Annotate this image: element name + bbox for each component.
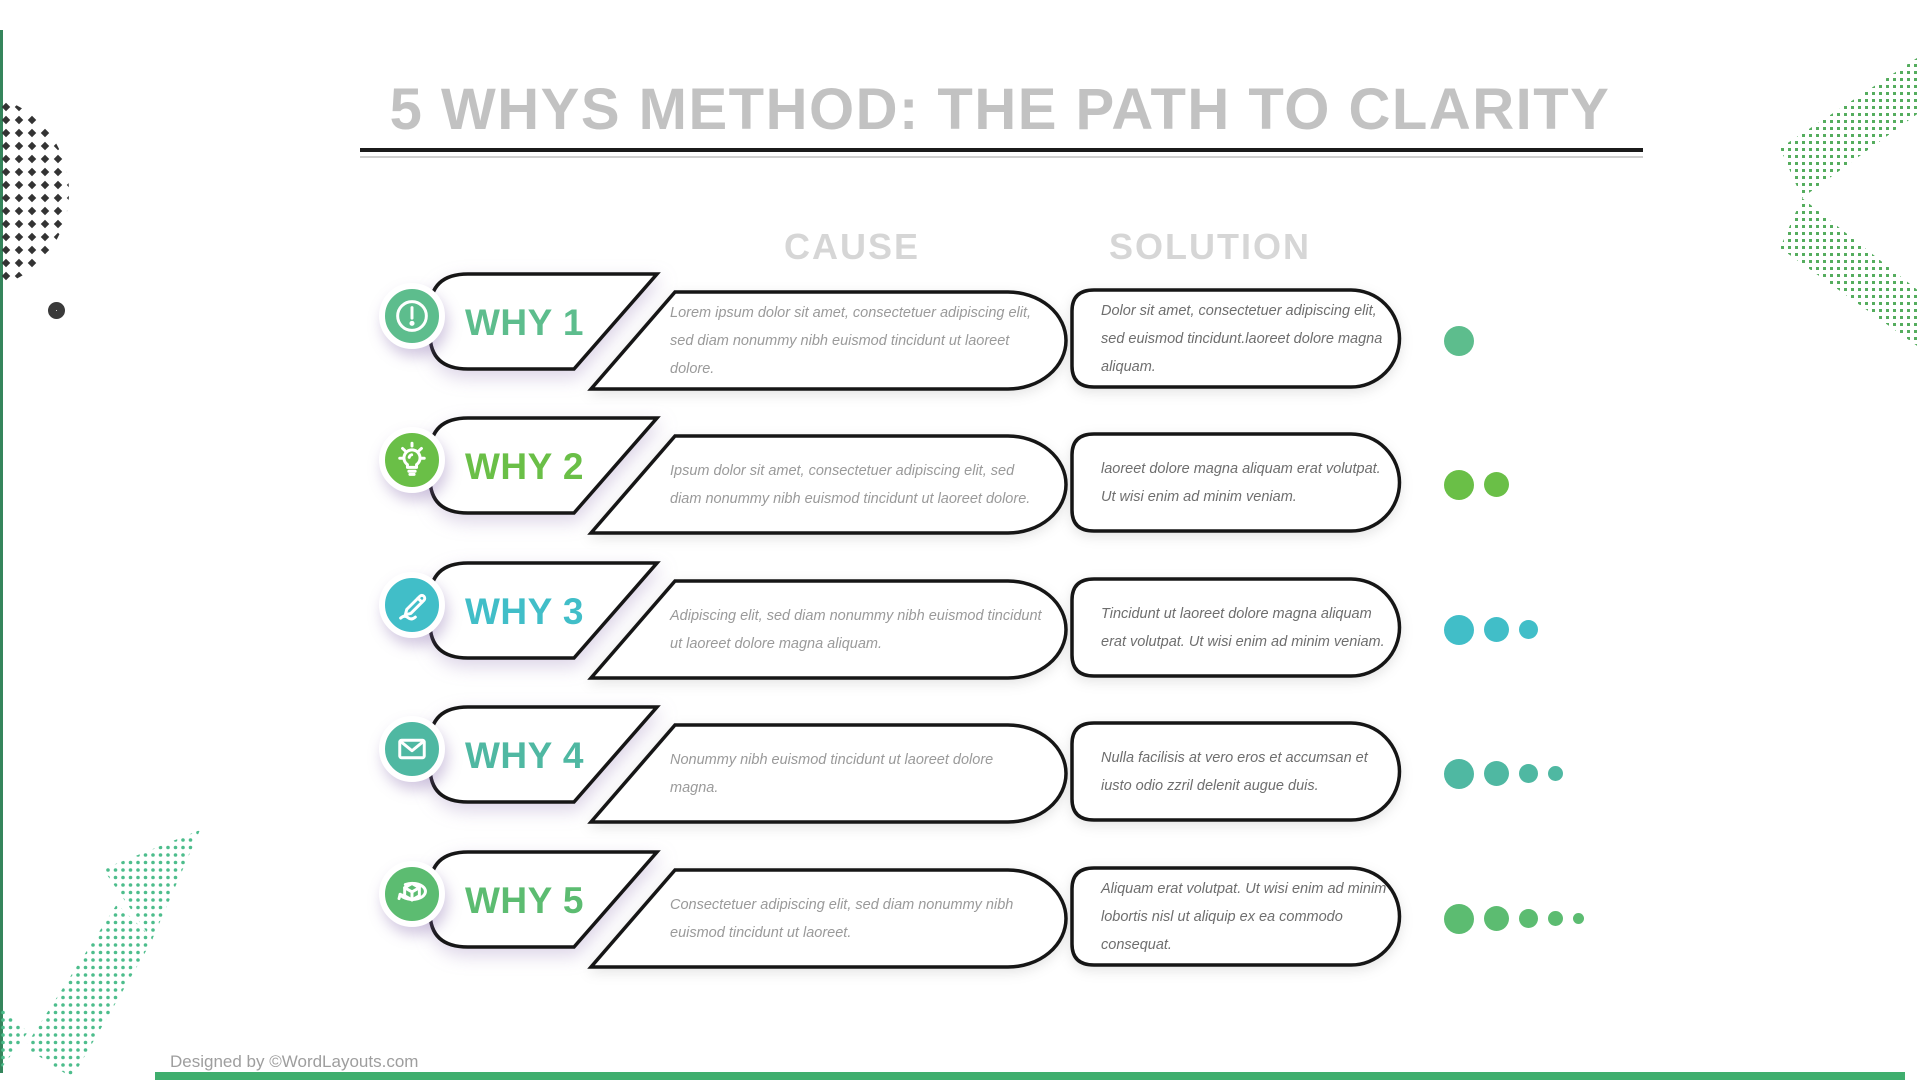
why-row-3: WHY 3 Adipiscing elit, sed diam nonummy … [370, 554, 1910, 694]
dot [1444, 469, 1474, 500]
envelope-icon [379, 716, 445, 782]
solution-text: Aliquam erat volutpat. Ut wisi enim ad m… [1101, 880, 1387, 953]
page-title: 5 WHYS METHOD: THE PATH TO CLARITY [389, 77, 1611, 142]
solution-text: Tincidunt ut laoreet dolore magna aliqua… [1101, 605, 1385, 650]
left-accent-line [0, 30, 3, 1073]
dot [1444, 903, 1474, 934]
dot [1519, 620, 1538, 639]
why-label: WHY 3 [465, 591, 585, 632]
alert-circle-icon [379, 283, 445, 349]
dot [1484, 617, 1509, 642]
solution-box [1070, 288, 1402, 389]
cube-icon [379, 861, 445, 927]
dot [1548, 766, 1563, 781]
progress-dots [1444, 870, 1584, 967]
cause-text: Adipiscing elit, sed diam nonummy nibh e… [670, 607, 1042, 652]
cause-box [587, 290, 1068, 391]
why-row-5: WHY 5 Consectetuer adipiscing elit, sed … [370, 843, 1910, 983]
row-shapes [428, 705, 1402, 824]
solution-text: Nulla facilisis at vero eros et accumsan… [1101, 749, 1368, 794]
title-underline [360, 148, 1643, 152]
dot [1573, 913, 1584, 924]
dot [1519, 764, 1538, 783]
why-label: WHY 5 [465, 880, 585, 921]
why-row-1: WHY 1 Lorem ipsum dolor sit amet, consec… [370, 265, 1910, 405]
halftone-halfcircle-decoration [0, 98, 69, 286]
progress-dots [1444, 292, 1474, 389]
progress-dots [1444, 436, 1509, 533]
dot [1484, 761, 1509, 786]
dot [1519, 909, 1538, 928]
dot [1444, 758, 1474, 789]
row-shapes [428, 850, 1402, 969]
title-underline-thin [360, 156, 1643, 158]
solution-text: laoreet dolore magna aliquam erat volutp… [1101, 460, 1381, 505]
why-row-4: WHY 4 Nonummy nibh euismod tincidunt ut … [370, 698, 1910, 838]
cause-text: Ipsum dolor sit amet, consectetuer adipi… [670, 462, 1031, 507]
row-shapes [428, 561, 1402, 680]
dot [1484, 472, 1509, 497]
progress-dots [1444, 581, 1538, 678]
bottom-accent-bar [155, 1072, 1905, 1080]
dotted-chevron-decoration [1780, 56, 1920, 348]
dot [1484, 906, 1509, 931]
dot [1444, 325, 1474, 356]
why-row-2: WHY 2 Ipsum dolor sit amet, consectetuer… [370, 409, 1910, 549]
why-label: WHY 2 [465, 446, 585, 487]
dotted-arrow-decoration [0, 830, 200, 1078]
cause-text: Consectetuer adipiscing elit, sed diam n… [670, 896, 1014, 941]
progress-dots [1444, 725, 1563, 822]
column-header-solution: SOLUTION [1109, 226, 1311, 267]
cause-text: Lorem ipsum dolor sit amet, consectetuer… [670, 304, 1032, 377]
row-shapes [428, 416, 1402, 535]
cause-text: Nonummy nibh euismod tincidunt ut laoree… [670, 751, 994, 796]
dot [1548, 911, 1563, 926]
why-label: WHY 4 [465, 735, 585, 776]
dot [1444, 614, 1474, 645]
column-header-cause: CAUSE [783, 226, 921, 267]
ring-decoration [48, 302, 65, 319]
lightbulb-icon [379, 427, 445, 493]
pencil-icon [379, 572, 445, 638]
why-label: WHY 1 [465, 302, 585, 343]
solution-text: Dolor sit amet, consectetuer adipiscing … [1101, 302, 1383, 375]
credit-text: Designed by ©WordLayouts.com [170, 1052, 419, 1071]
